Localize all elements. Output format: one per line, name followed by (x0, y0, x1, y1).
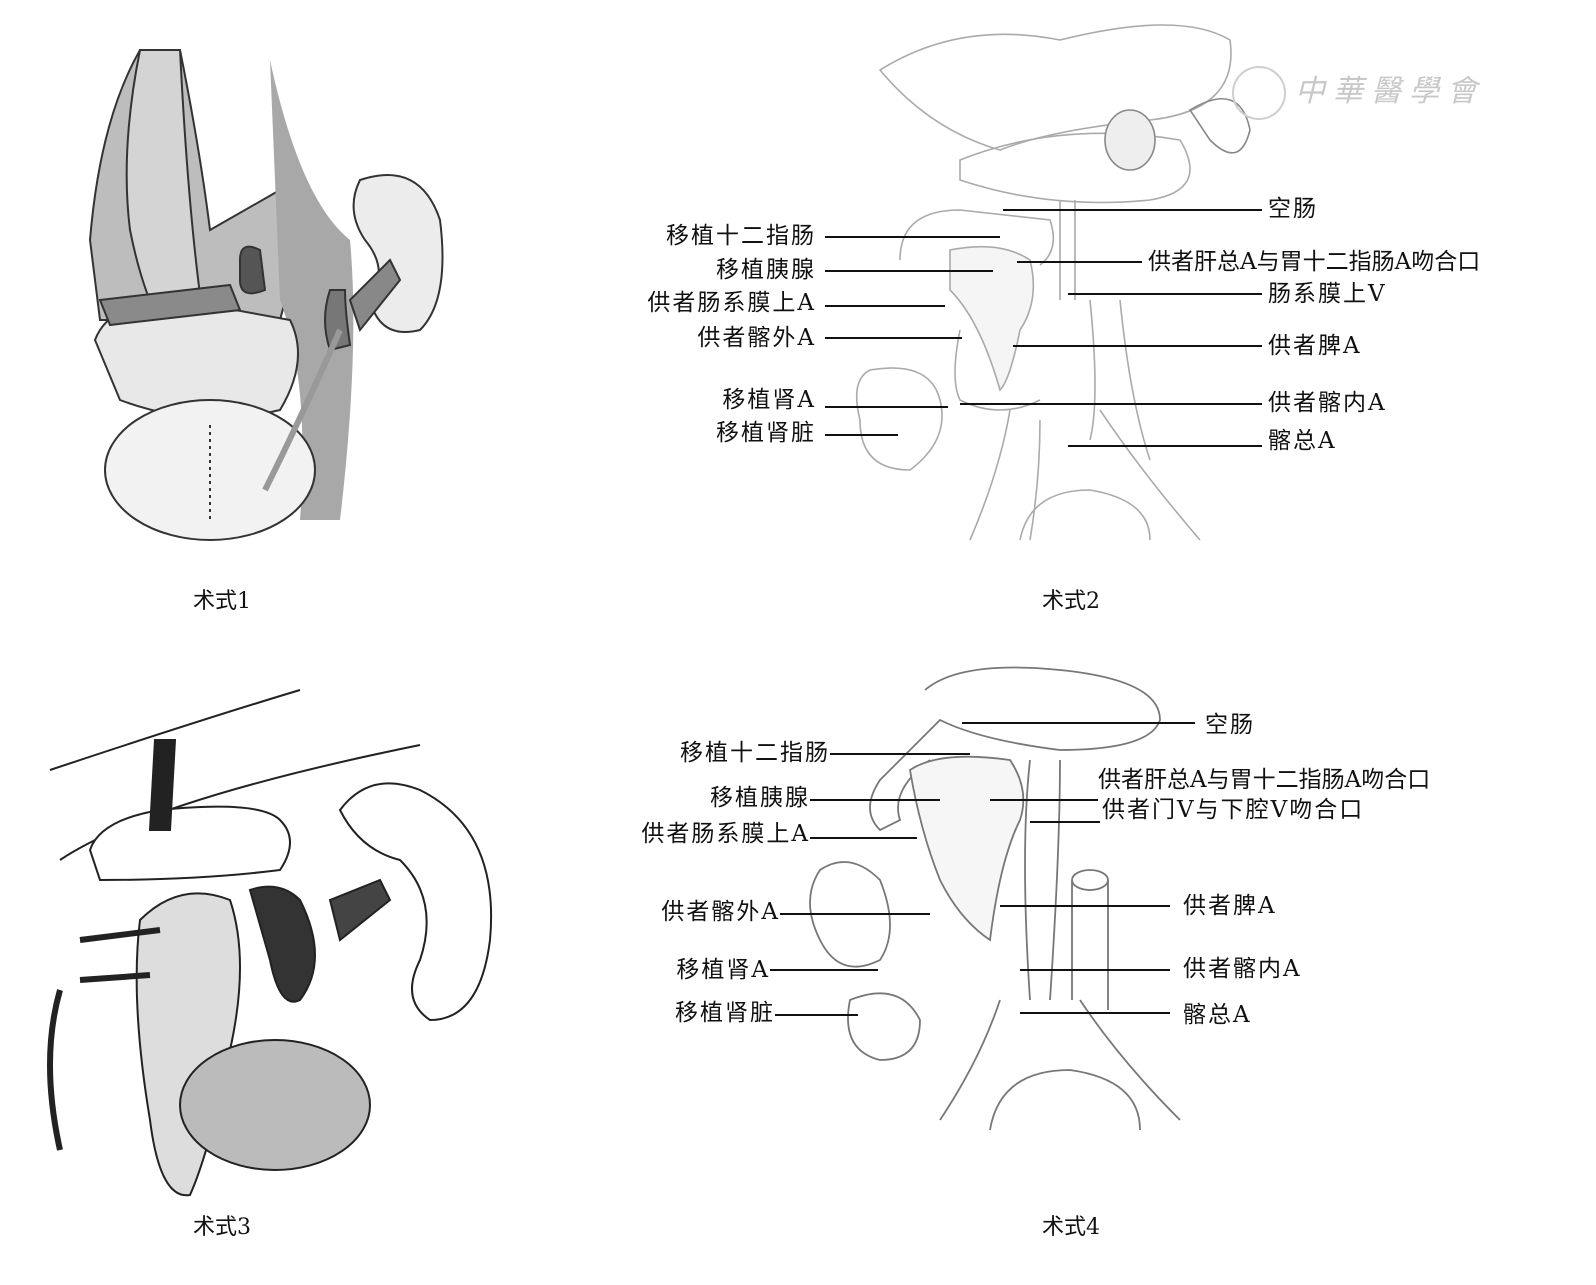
label-hepatic-gda-anastomosis: 供者肝总A与胃十二指肠A吻合口 (1148, 249, 1481, 275)
label-portal-ivc-anastomosis: 供者门V与下腔V吻合口 (1102, 797, 1365, 823)
procedure-2-leader-lines (825, 209, 1262, 447)
label-graft-pancreas: 移植胰腺 (716, 257, 816, 283)
label-graft-kidney: 移植肾脏 (716, 420, 816, 446)
watermark-seal (1232, 66, 1286, 120)
caption-procedure-2: 术式2 (1042, 589, 1100, 614)
label-graft-duodenum: 移植十二指肠 (666, 223, 816, 249)
label-jejunum: 空肠 (1205, 712, 1255, 738)
procedure-1-illustration (88, 49, 444, 541)
label-donor-internal-iliac-artery: 供者髂内A (1268, 390, 1387, 416)
label-graft-duodenum: 移植十二指肠 (680, 740, 830, 766)
label-common-iliac-artery: 髂总A (1268, 428, 1337, 454)
caption-procedure-1: 术式1 (193, 589, 251, 614)
procedure-4-illustration (809, 666, 1181, 1131)
label-donor-sma: 供者肠系膜上A (647, 290, 816, 316)
label-graft-pancreas: 移植胰腺 (710, 785, 810, 811)
procedure-4-leader-lines (770, 722, 1195, 1016)
label-donor-internal-iliac-artery: 供者髂内A (1183, 956, 1302, 982)
label-donor-sma: 供者肠系膜上A (641, 821, 810, 847)
label-jejunum: 空肠 (1268, 196, 1318, 222)
label-graft-renal-artery: 移植肾A (676, 957, 770, 983)
procedure-2-illustration (855, 24, 1251, 541)
label-donor-external-iliac-artery: 供者髂外A (697, 325, 816, 351)
caption-procedure-4: 术式4 (1042, 1215, 1100, 1240)
label-graft-renal-artery: 移植肾A (722, 387, 816, 413)
label-donor-external-iliac-artery: 供者髂外A (661, 899, 780, 925)
label-hepatic-gda-anastomosis: 供者肝总A与胃十二指肠A吻合口 (1098, 767, 1431, 793)
procedure-3-illustration (47, 689, 493, 1197)
label-smv: 肠系膜上V (1268, 281, 1387, 307)
watermark-logo: 中華醫學會 (1295, 74, 1485, 109)
label-donor-splenic-artery: 供者脾A (1268, 333, 1362, 359)
label-common-iliac-artery: 髂总A (1183, 1002, 1252, 1028)
label-graft-kidney: 移植肾脏 (675, 1000, 775, 1026)
label-donor-splenic-artery: 供者脾A (1183, 893, 1277, 919)
caption-procedure-3: 术式3 (193, 1215, 251, 1240)
